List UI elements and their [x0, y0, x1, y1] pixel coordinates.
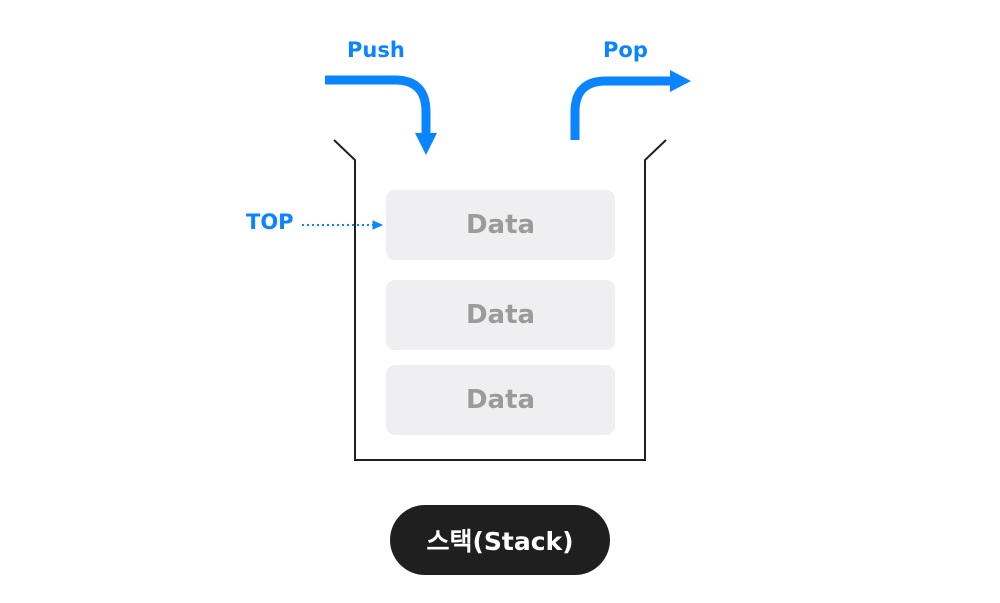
push-arrow-head: [415, 133, 437, 155]
stack-item-middle: Data: [386, 280, 615, 350]
pop-arrow-line: [570, 76, 672, 140]
stack-item-label: Data: [465, 385, 536, 415]
stack-item-label: Data: [465, 210, 536, 240]
stack-container-outline: [333, 139, 667, 461]
push-arrow-line: [325, 75, 431, 134]
stack-item-bottom: Data: [386, 365, 615, 435]
top-label: TOP: [246, 210, 294, 234]
push-label: Push: [347, 38, 405, 62]
caption-text: 스택(Stack): [426, 527, 574, 556]
stack-item-label: Data: [465, 300, 536, 330]
stack-item-top: Data: [386, 190, 615, 260]
pop-arrow-head: [670, 70, 691, 92]
pop-label: Pop: [603, 38, 648, 62]
caption-badge: 스택(Stack): [390, 505, 610, 575]
